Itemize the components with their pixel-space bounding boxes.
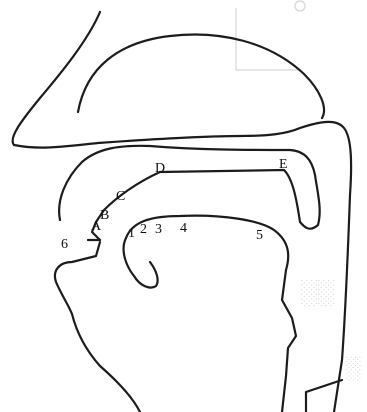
label-5: 5 <box>256 228 263 243</box>
bleed-mark <box>295 1 305 11</box>
label-D: D <box>155 161 165 176</box>
tongue-tip-outline <box>124 238 158 288</box>
label-C: C <box>116 189 125 204</box>
head-top-outline <box>78 35 324 118</box>
bleed-through-background: ░░ ░ <box>236 1 361 381</box>
label-4: 4 <box>180 221 187 236</box>
bleed-frame <box>236 8 300 70</box>
label-B: B <box>100 208 109 223</box>
label-1: 1 <box>128 226 135 241</box>
label-3: 3 <box>155 222 162 237</box>
label-2: 2 <box>140 222 147 237</box>
label-6: 6 <box>61 237 68 252</box>
label-E: E <box>279 157 288 172</box>
bleed-glyphs-2: ░ <box>345 355 361 381</box>
bleed-glyphs: ░░ <box>300 279 334 307</box>
tongue-outline <box>126 216 296 412</box>
